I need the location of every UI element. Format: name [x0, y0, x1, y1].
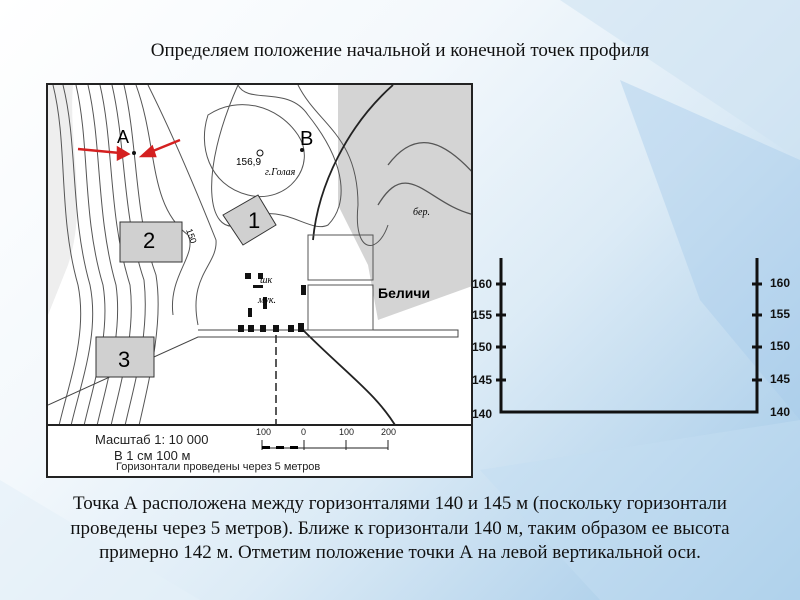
- scale-tick: 100: [339, 427, 355, 437]
- elevation-label: 156,9: [236, 157, 261, 168]
- scale-tick: 100: [256, 427, 272, 437]
- square-3-label: 3: [118, 347, 130, 372]
- per-cm-text: В 1 см 100 м: [114, 448, 191, 463]
- contour-interval-text: Горизонтали проведены через 5 метров: [116, 461, 321, 473]
- scale-tick: 200: [381, 427, 397, 437]
- shk-label: шк: [260, 275, 273, 286]
- hill-name-label: г.Голая: [265, 167, 296, 178]
- left-tick-label: 140: [472, 407, 493, 421]
- right-tick-label: 145: [770, 372, 791, 386]
- right-tick-label: 140: [770, 405, 791, 419]
- scale-tick: 0: [301, 427, 307, 437]
- right-tick-label: 155: [770, 307, 791, 321]
- left-tick-label: 150: [472, 340, 493, 354]
- square-1-label: 1: [248, 208, 260, 233]
- explanation-text: Точка А расположена между горизонталями …: [70, 493, 730, 563]
- profile-axes: 160 155 150 145 140 160 155 150 145 140: [460, 250, 800, 430]
- left-tick-label: 145: [472, 373, 493, 387]
- red-arrows: [77, 138, 181, 162]
- point-b-label: B: [300, 128, 313, 150]
- left-tick-label: 155: [472, 308, 493, 322]
- left-tick-label: 160: [472, 277, 493, 291]
- slide-title: Определяем положение начальной и конечно…: [150, 40, 650, 61]
- scale-text: Масштаб 1: 10 000: [95, 432, 209, 447]
- topographic-map: 1 2 3 A B 156,9 г.Голая бер. шк мук. Бел…: [46, 83, 473, 478]
- point-a-label: A: [117, 127, 129, 147]
- right-tick-label: 150: [770, 339, 791, 353]
- contour-label: 150: [184, 227, 199, 245]
- ber-label: бер.: [413, 207, 430, 218]
- square-2-label: 2: [143, 228, 155, 253]
- scale-bar: [261, 440, 389, 450]
- muk-label: мук.: [257, 295, 276, 306]
- village-label: Беличи: [378, 285, 430, 301]
- map-drawing: 1 2 3 A B 156,9 г.Голая бер. шк мук. Бел…: [48, 85, 471, 431]
- right-tick-label: 160: [770, 276, 791, 290]
- map-legend: Масштаб 1: 10 000 В 1 см 100 м Горизонта…: [48, 424, 471, 476]
